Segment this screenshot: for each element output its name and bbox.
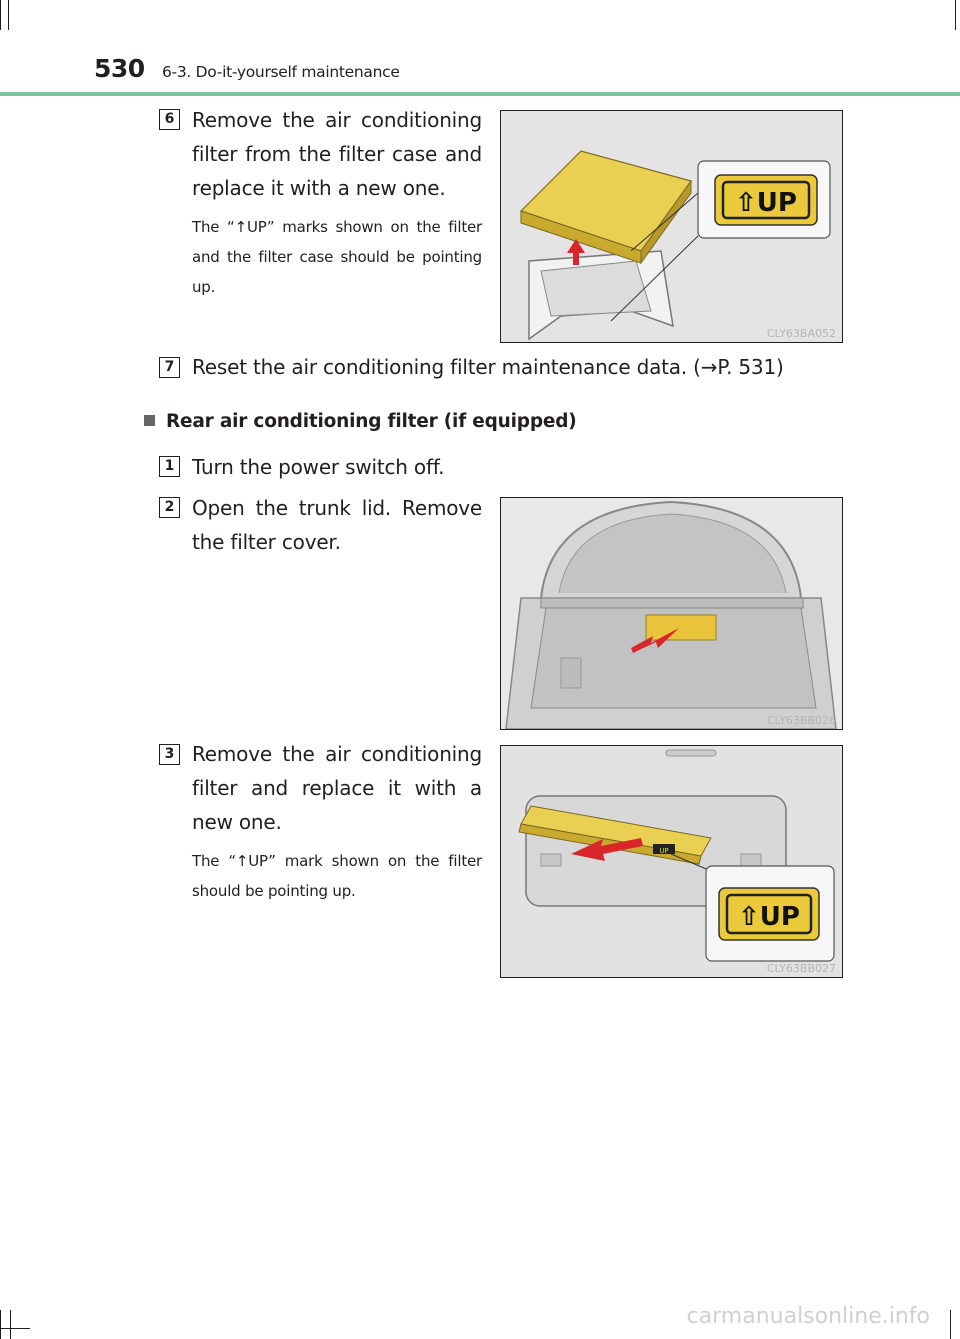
figure-code: CLY63BB026 [766, 714, 836, 727]
figure-rear-filter: UP ⇧UP CLY63BB027 [500, 745, 843, 978]
small-up-label: UP [659, 847, 668, 855]
filter-case-illustration: ⇧UP [501, 111, 842, 342]
rear-filter-illustration: UP ⇧UP [501, 746, 842, 977]
site-watermark: carmanualsonline.info [686, 1304, 930, 1329]
step-6-note: The “↑UP” marks shown on the filter and … [192, 218, 482, 296]
rear-step-2-text: Open the trunk lid. Remove the filter co… [192, 496, 482, 554]
page-number: 530 [94, 54, 145, 83]
rear-step-3-text: Remove the air conditioning filter and r… [192, 742, 482, 834]
crop-mark [0, 0, 1, 30]
header-rule [0, 92, 960, 96]
up-label: ⇧UP [735, 188, 797, 218]
step-number-2: 2 [159, 497, 180, 518]
step-7-text: Reset the air conditioning filter mainte… [192, 355, 784, 379]
step-number-1: 1 [159, 456, 180, 477]
trunk-illustration [501, 498, 842, 729]
subsection-title: Rear air conditioning filter (if equippe… [144, 411, 577, 432]
subsection-title-text: Rear air conditioning filter (if equippe… [166, 411, 577, 432]
section-title: 6-3. Do-it-yourself maintenance [162, 63, 400, 81]
crop-mark [0, 1328, 30, 1329]
crop-mark [0, 1310, 1, 1339]
crop-mark [10, 1310, 11, 1339]
step-number-7: 7 [159, 357, 180, 378]
rear-step-1-text: Turn the power switch off. [192, 455, 445, 479]
step-number-6: 6 [159, 109, 180, 130]
step-number-3: 3 [159, 744, 180, 765]
figure-code: CLY63BB027 [766, 962, 836, 975]
rear-step-3-note: The “↑UP” mark shown on the filter shoul… [192, 852, 482, 900]
figure-cabin-filter: ⇧UP CLY63BA052 [500, 110, 843, 343]
bullet-square-icon [144, 415, 155, 426]
crop-mark [950, 1310, 951, 1339]
step-6-text: Remove the air conditioning filter from … [192, 108, 482, 200]
figure-code: CLY63BA052 [766, 327, 836, 340]
up-label: ⇧UP [738, 902, 800, 932]
crop-mark [8, 0, 9, 30]
figure-trunk: CLY63BB026 [500, 497, 843, 730]
crop-mark [955, 0, 956, 30]
